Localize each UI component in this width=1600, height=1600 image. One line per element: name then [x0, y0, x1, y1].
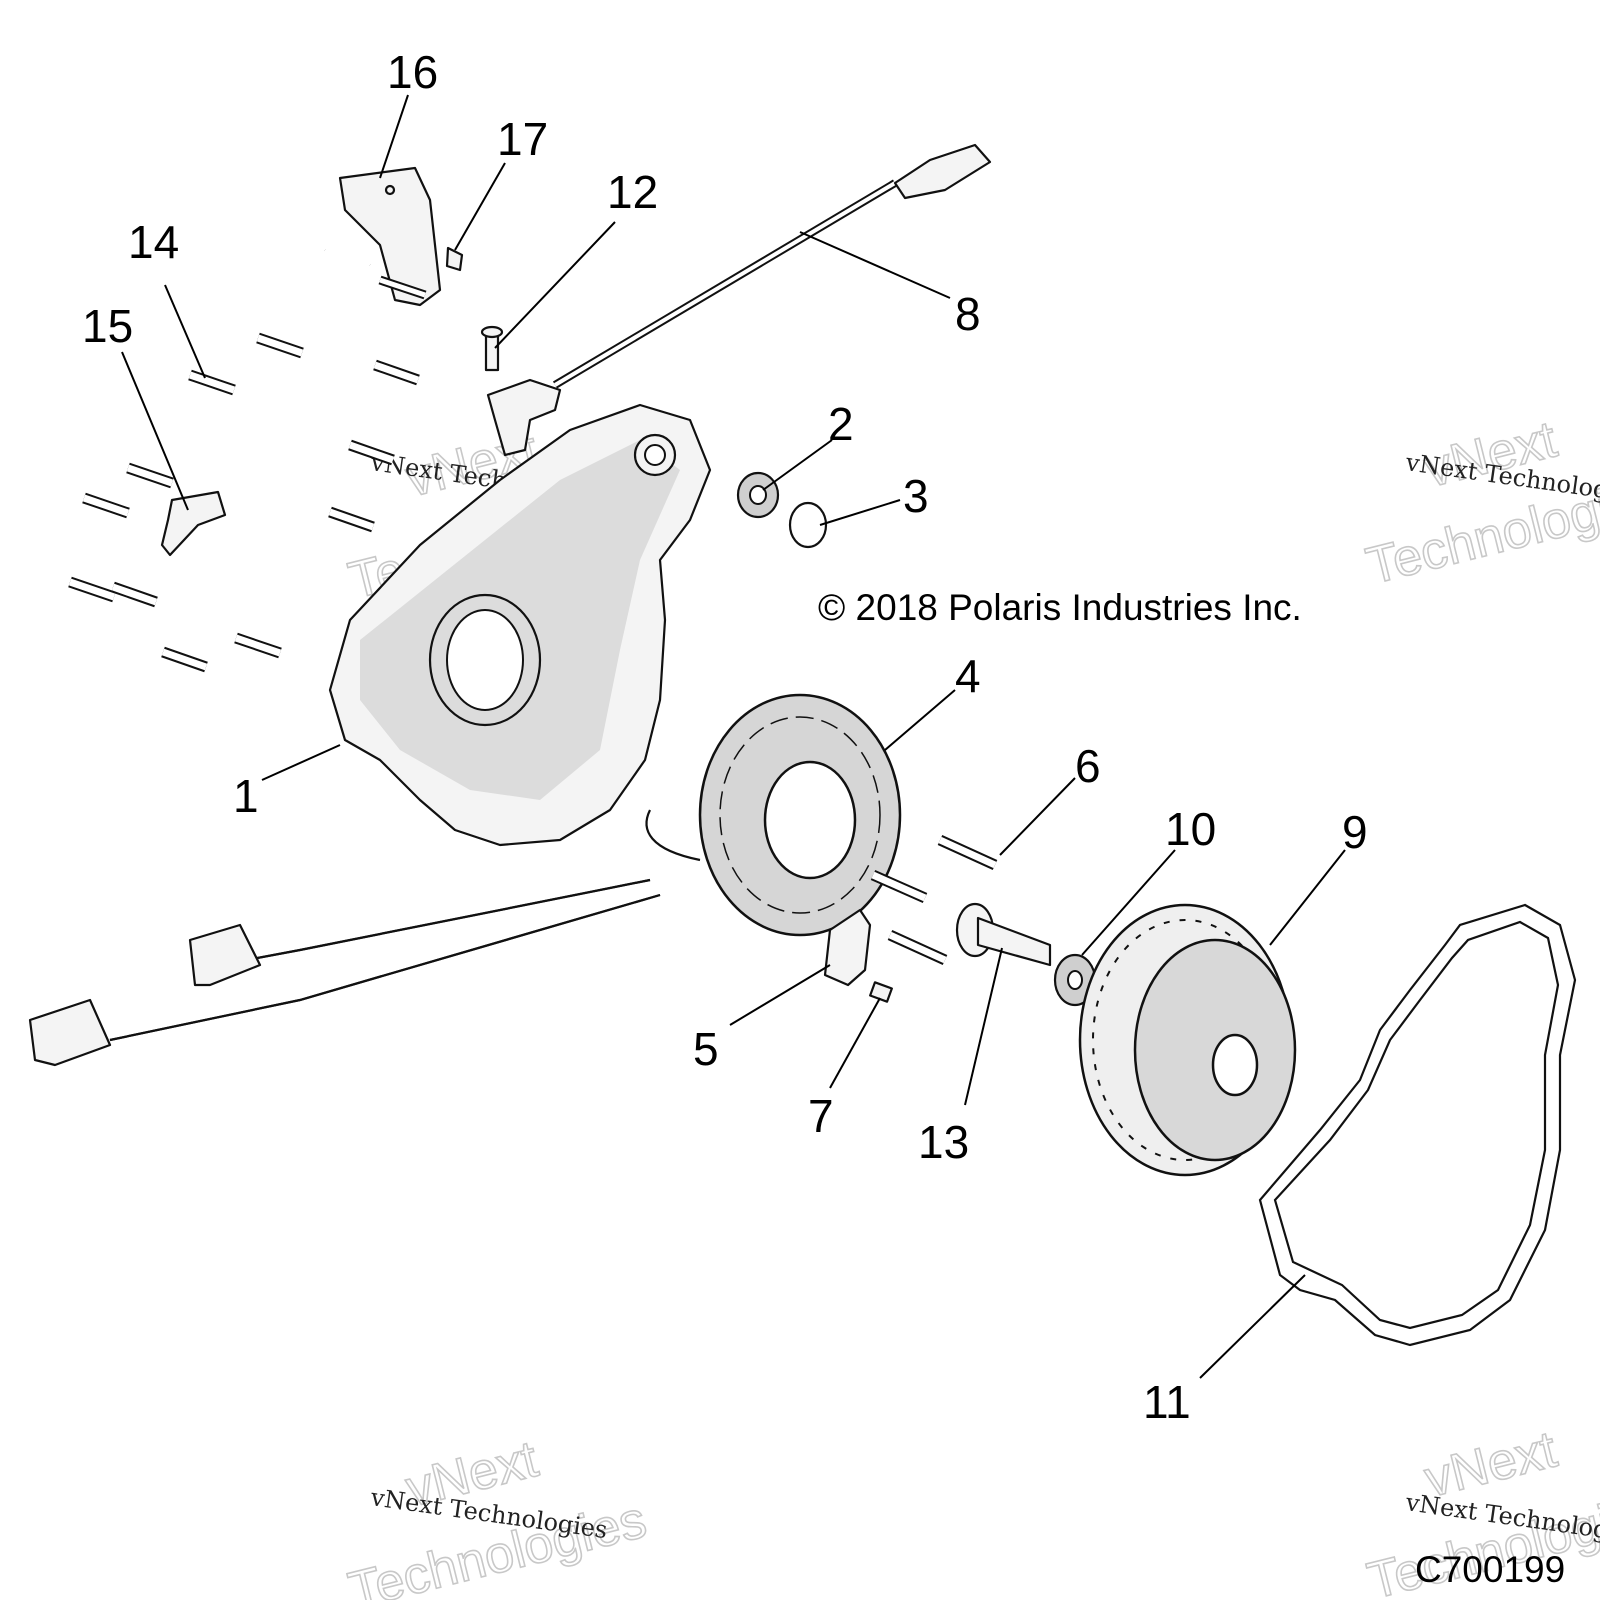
part-16-bracket [324, 166, 442, 307]
part-4-stator [28, 693, 902, 1067]
leader-5 [729, 964, 831, 1026]
callout-17: 17 [497, 113, 548, 165]
callout-6: 6 [1075, 740, 1101, 792]
callout-10: 10 [1165, 803, 1216, 855]
leader-11 [1199, 1274, 1306, 1379]
bolts-group [68, 332, 420, 673]
callout-9: 9 [1342, 806, 1368, 858]
leader-6 [999, 777, 1076, 856]
leader-17 [454, 162, 506, 251]
leader-12 [494, 221, 616, 349]
part-12-bolt [480, 325, 504, 372]
part-10-washer [1053, 953, 1097, 1007]
part-11-gasket [1258, 903, 1577, 1347]
callout-15: 15 [82, 300, 133, 352]
callout-11: 11 [1143, 1376, 1191, 1428]
part-15-small-bracket [160, 490, 227, 557]
callout-12: 12 [607, 166, 658, 218]
leader-9 [1269, 849, 1346, 946]
part-5-plate [823, 908, 872, 987]
leader-7 [829, 997, 881, 1089]
leader-16 [379, 94, 409, 179]
callout-8: 8 [955, 288, 981, 340]
part-9-flywheel [1078, 903, 1297, 1177]
part-6-bolts [870, 834, 998, 966]
callout-3: 3 [903, 470, 929, 522]
leader-lines [121, 94, 1346, 1379]
leader-2 [762, 439, 833, 491]
callout-5: 5 [693, 1023, 719, 1075]
callout-4: 4 [955, 650, 981, 702]
part-1-cover [328, 403, 712, 847]
part-2-bearing [736, 471, 780, 519]
part-7-screw [869, 981, 893, 1003]
copyright-notice: © 2018 Polaris Industries Inc. [818, 587, 1302, 628]
leader-1 [261, 744, 341, 781]
part-3-snap-ring [788, 501, 828, 549]
leader-4 [884, 689, 956, 751]
part-17-clip [445, 246, 464, 272]
leader-13 [964, 947, 1003, 1106]
callout-16: 16 [387, 46, 438, 98]
part-8-sensor [486, 143, 992, 457]
part-13-shaft [955, 902, 1052, 967]
callout-7: 7 [808, 1090, 834, 1142]
leader-10 [1081, 849, 1176, 956]
leader-14 [164, 284, 206, 379]
callout-13: 13 [918, 1116, 969, 1168]
callout-14: 14 [128, 216, 179, 268]
leader-3 [819, 499, 901, 526]
callout-labels: 16 17 12 14 15 8 2 3 1 4 6 10 9 5 7 13 1… [82, 46, 1368, 1428]
leader-15 [121, 351, 189, 511]
callout-2: 2 [828, 398, 854, 450]
callout-1: 1 [233, 770, 259, 822]
leader-8 [799, 231, 951, 299]
drawing-number: C700199 [1415, 1549, 1565, 1590]
